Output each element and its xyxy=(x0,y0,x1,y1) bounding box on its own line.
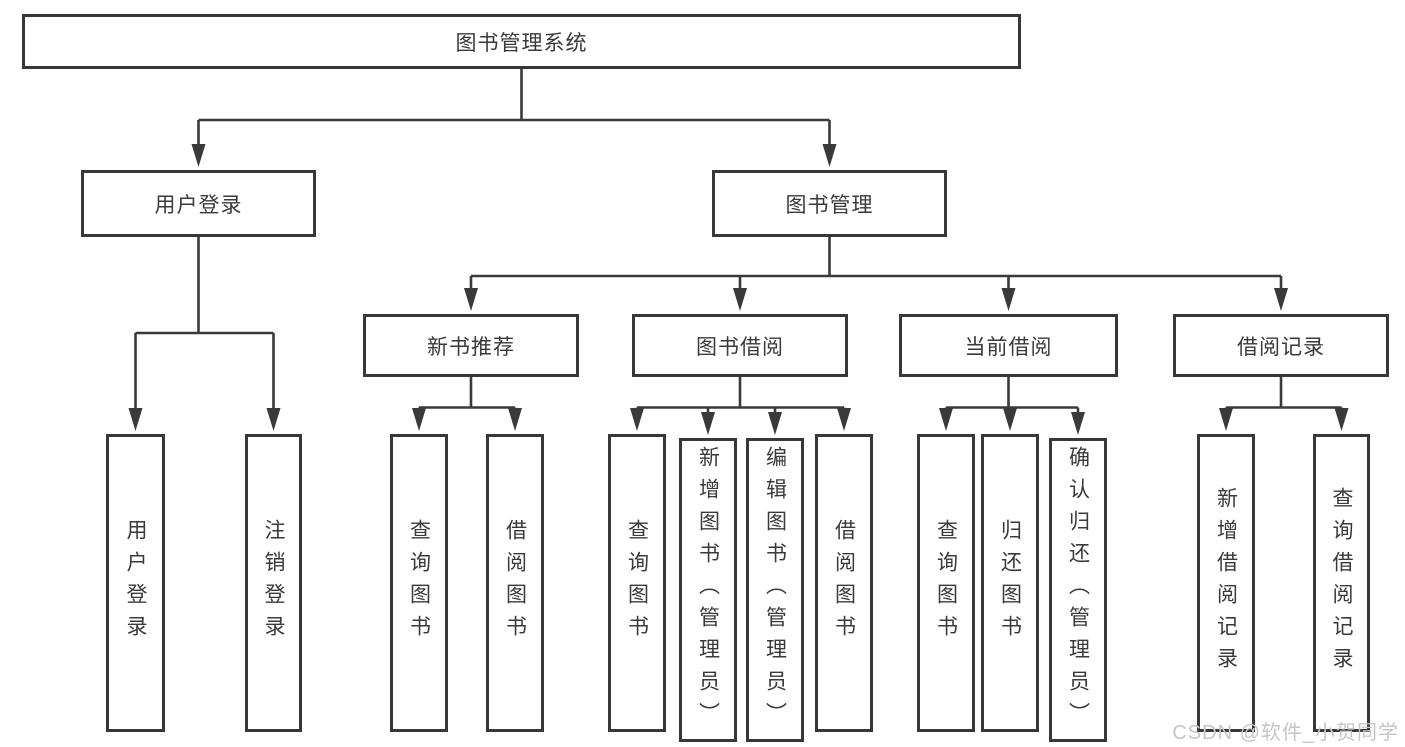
leaf-logout: 注销登录 xyxy=(245,434,302,732)
leaf-user-login: 用户登录 xyxy=(106,434,165,732)
node-label: 借阅记录 xyxy=(1237,335,1325,359)
leaf-return-book: 归还图书 xyxy=(981,434,1039,732)
node-label: 归还图书 xyxy=(998,519,1022,647)
node-label: 用户登录 xyxy=(124,519,147,647)
leaf-add-borrow-record: 新增借阅记录 xyxy=(1197,434,1255,732)
node-label: 注销登录 xyxy=(262,519,285,647)
node-borrowing-records: 借阅记录 xyxy=(1173,314,1389,377)
node-label: 当前借阅 xyxy=(964,335,1053,359)
node-label: 查询借阅记录 xyxy=(1330,487,1353,679)
node-label: 查询图书 xyxy=(934,519,958,647)
node-user-login: 用户登录 xyxy=(81,170,316,237)
node-label: 用户登录 xyxy=(154,193,243,217)
leaf-edit-book-admin: 编辑图书（管理员） xyxy=(746,438,804,742)
node-book-management: 图书管理 xyxy=(712,170,947,237)
leaf-query-books-borrowing: 查询图书 xyxy=(608,434,666,732)
node-root-library-system: 图书管理系统 xyxy=(22,14,1021,69)
arrowheads xyxy=(128,144,1349,435)
leaf-query-books-recommend: 查询图书 xyxy=(390,434,448,732)
node-label: 借阅图书 xyxy=(503,519,527,647)
leaf-add-book-admin: 新增图书（管理员） xyxy=(679,438,737,742)
leaf-confirm-return-admin: 确认归还（管理员） xyxy=(1049,438,1107,742)
leaf-borrow-books-recommend: 借阅图书 xyxy=(486,434,544,732)
leaf-borrow-books-borrowing: 借阅图书 xyxy=(815,434,873,732)
node-book-borrowing: 图书借阅 xyxy=(632,314,848,377)
node-label: 新书推荐 xyxy=(427,335,515,359)
node-label: 借阅图书 xyxy=(832,519,856,647)
node-label: 确认归还（管理员） xyxy=(1066,446,1090,734)
node-label: 查询图书 xyxy=(407,519,431,647)
node-label: 新增图书（管理员） xyxy=(696,446,720,734)
node-label: 图书管理 xyxy=(785,193,874,217)
node-label: 图书管理系统 xyxy=(455,31,588,55)
node-label: 新增借阅记录 xyxy=(1214,487,1238,679)
node-label: 编辑图书（管理员） xyxy=(763,446,787,734)
node-label: 查询图书 xyxy=(625,519,649,647)
node-current-borrowing: 当前借阅 xyxy=(899,314,1118,377)
node-label: 图书借阅 xyxy=(696,335,784,359)
csdn-watermark: CSDN @软件_小贺同学 xyxy=(1172,722,1399,744)
leaf-query-borrow-record: 查询借阅记录 xyxy=(1313,434,1370,732)
leaf-query-books-current: 查询图书 xyxy=(917,434,975,732)
node-new-book-recommend: 新书推荐 xyxy=(363,314,579,377)
